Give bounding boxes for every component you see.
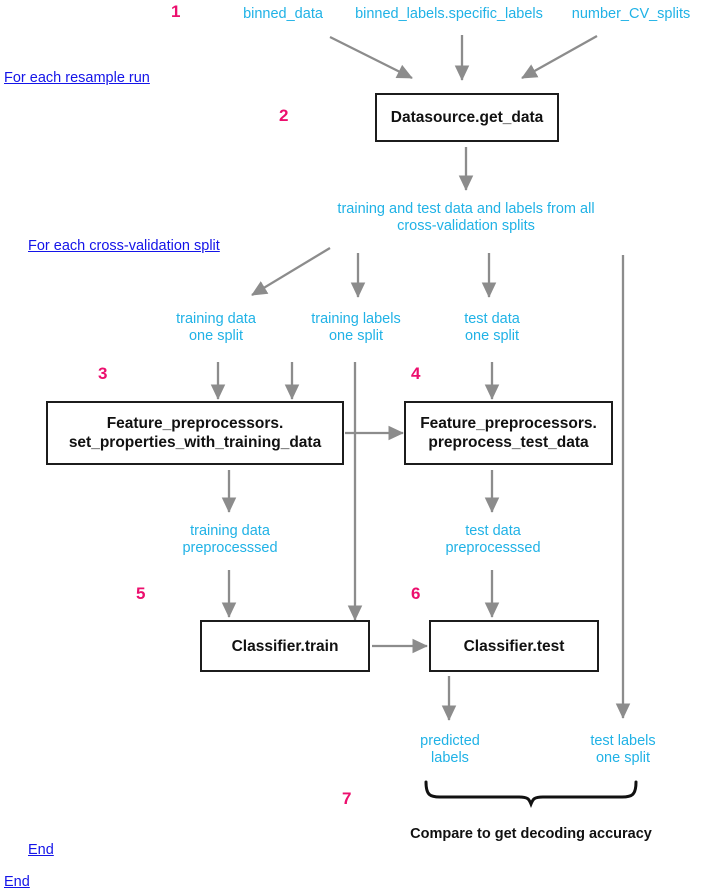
process-box-classifier-train[interactable]: Classifier.train (200, 620, 370, 672)
input-label-binned-data: binned_data (243, 6, 323, 22)
data-label-test-data-preprocessed: test data preprocesssed (445, 523, 541, 556)
step-number-6: 6 (411, 584, 421, 603)
data-label-predicted-labels: predicted labels (420, 733, 480, 766)
data-label-training-data-preprocessed: training data preprocesssed (182, 523, 278, 556)
step-number-7: 7 (342, 789, 352, 808)
data-label-test-labels-one-split: test labels one split (590, 733, 656, 766)
loop-label-resample-run: For each resample run (4, 70, 150, 86)
loop-label-cv-split: For each cross-validation split (28, 238, 220, 254)
step-number-3: 3 (98, 364, 108, 383)
data-label-all-splits: training and test data and labels from a… (337, 201, 595, 234)
comparison-caption: Compare to get decoding accuracy (410, 826, 652, 842)
step-number-1: 1 (171, 2, 181, 21)
comparison-brace (424, 780, 638, 809)
step-number-2: 2 (279, 106, 289, 125)
data-label-test-data-one-split: test data one split (464, 311, 520, 344)
arrow-cv-splits-to-get-data (521, 34, 598, 80)
loop-label-end-inner: End (28, 842, 54, 858)
process-box-datasource-get-data[interactable]: Datasource.get_data (375, 93, 559, 142)
arrow-binned-data-to-get-data (329, 35, 413, 80)
data-label-training-labels-one-split: training labels one split (311, 311, 401, 344)
data-label-training-data-one-split: training data one split (176, 311, 256, 344)
input-label-number-cv-splits: number_CV_splits (571, 6, 691, 22)
loop-label-end-outer: End (4, 874, 30, 890)
input-label-binned-labels: binned_labels.specific_labels (355, 6, 543, 22)
arrow-splits-to-training-data (251, 247, 331, 296)
step-number-5: 5 (136, 584, 146, 603)
process-box-feature-set-properties[interactable]: Feature_preprocessors. set_properties_wi… (46, 401, 344, 465)
process-box-feature-preprocess-test[interactable]: Feature_preprocessors. preprocess_test_d… (404, 401, 613, 465)
step-number-4: 4 (411, 364, 421, 383)
process-box-classifier-test[interactable]: Classifier.test (429, 620, 599, 672)
